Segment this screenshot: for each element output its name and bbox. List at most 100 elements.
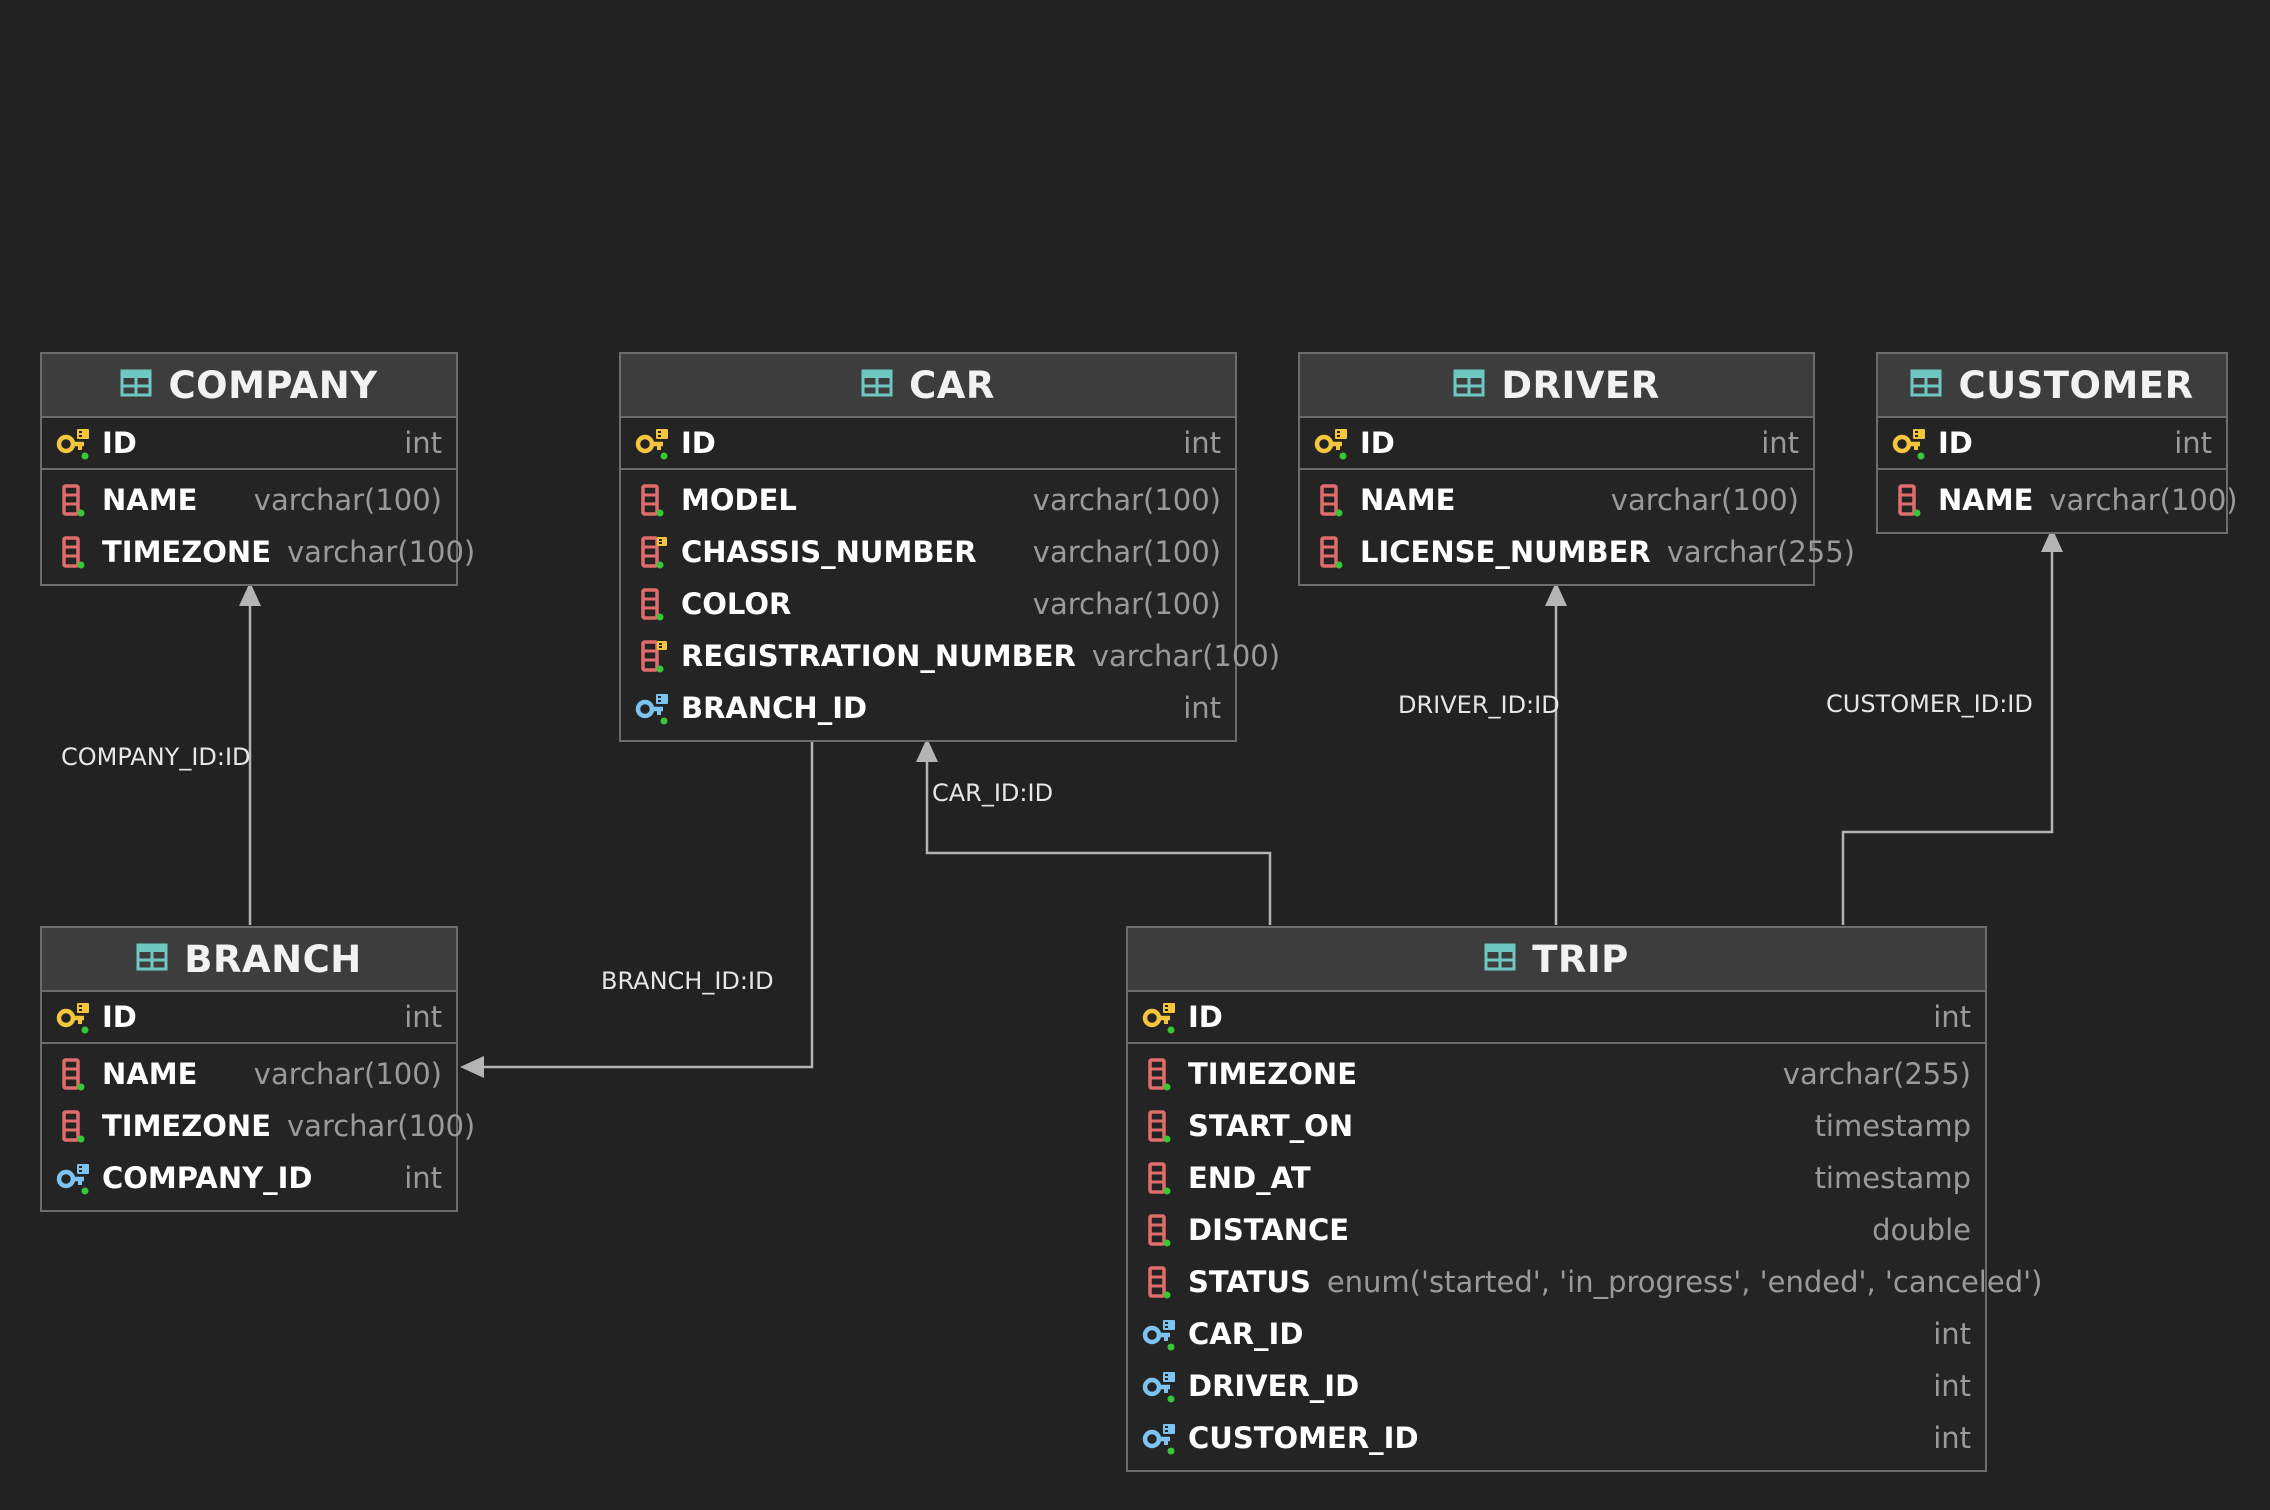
column-type: timestamp [1814,1161,1971,1195]
column-icon [1892,483,1938,517]
table-title: CAR [909,363,995,407]
primary-key-icon [635,426,681,460]
table-header[interactable]: DRIVER [1300,354,1813,418]
column-type: int [1183,426,1221,460]
column-type: varchar(100) [1032,483,1221,517]
column-type: int [1933,1421,1971,1455]
column-type: varchar(100) [1610,483,1799,517]
column-name: TIMEZONE [102,535,272,569]
column-type: int [1183,691,1221,725]
table-header[interactable]: CAR [621,354,1235,418]
column-row-timezone[interactable]: TIMEZONE varchar(100) [42,1100,475,1152]
column-type: int [1933,1317,1971,1351]
relationship-label-company-id: COMPANY_ID:ID [61,743,251,771]
column-name: CHASSIS_NUMBER [681,535,977,569]
primary-key-icon [1892,426,1938,460]
column-icon [1142,1213,1188,1247]
column-icon [56,1057,102,1091]
column-type: varchar(100) [287,535,476,569]
column-row-model[interactable]: MODEL varchar(100) [621,474,1235,526]
column-type: int [1933,1000,1971,1034]
table-title: DRIVER [1501,363,1660,407]
column-row-customer-id[interactable]: CUSTOMER_ID int [1128,1412,1985,1464]
column-row-id[interactable]: ID int [42,418,456,470]
column-list: MODEL varchar(100) CHASSIS_NUMBER varchar(1… [621,470,1280,740]
column-type: int [1933,1369,1971,1403]
column-icon [1314,535,1360,569]
column-row-id[interactable]: ID int [621,418,1235,470]
column-type: varchar(100) [1091,639,1281,673]
foreign-key-icon [56,1161,102,1195]
column-type: varchar(100) [287,1109,476,1143]
column-icon [1142,1265,1188,1299]
table-header[interactable]: BRANCH [42,928,456,992]
table-header[interactable]: TRIP [1128,928,1985,992]
column-name: MODEL [681,483,797,517]
column-type: int [404,1161,442,1195]
column-icon [1142,1161,1188,1195]
unique-column-icon [635,639,681,673]
column-name: ID [681,426,716,460]
table-title: BRANCH [184,937,362,981]
column-name: TIMEZONE [102,1109,272,1143]
column-type: varchar(100) [1032,587,1221,621]
column-icon [1314,483,1360,517]
relationship-label-branch-id: BRANCH_ID:ID [601,967,774,995]
column-row-timezone[interactable]: TIMEZONE varchar(100) [42,526,475,578]
column-name: CAR_ID [1188,1317,1304,1351]
foreign-key-icon [1142,1421,1188,1455]
primary-key-icon [56,426,102,460]
table-title: COMPANY [168,363,378,407]
column-row-chassis-number[interactable]: CHASSIS_NUMBER varchar(100) [621,526,1235,578]
column-row-car-id[interactable]: CAR_ID int [1128,1308,1985,1360]
column-type: enum('started', 'in_progress', 'ended', … [1326,1265,2043,1299]
column-row-driver-id[interactable]: DRIVER_ID int [1128,1360,1985,1412]
primary-key-icon [56,1000,102,1034]
primary-key-icon [1142,1000,1188,1034]
relationship-label-customer-id: CUSTOMER_ID:ID [1826,690,2033,718]
column-name: ID [102,426,137,460]
table-header[interactable]: COMPANY [42,354,456,418]
table-icon [1453,369,1485,401]
foreign-key-icon [1142,1317,1188,1351]
table-icon [120,369,152,401]
table-header[interactable]: CUSTOMER [1878,354,2226,418]
column-name: NAME [1938,483,2034,517]
column-type: double [1872,1213,1971,1247]
foreign-key-icon [635,691,681,725]
column-name: CUSTOMER_ID [1188,1421,1419,1455]
column-type: int [404,426,442,460]
column-name: ID [102,1000,137,1034]
column-type: int [2174,426,2212,460]
column-type: varchar(100) [1032,535,1221,569]
column-name: DRIVER_ID [1188,1369,1360,1403]
